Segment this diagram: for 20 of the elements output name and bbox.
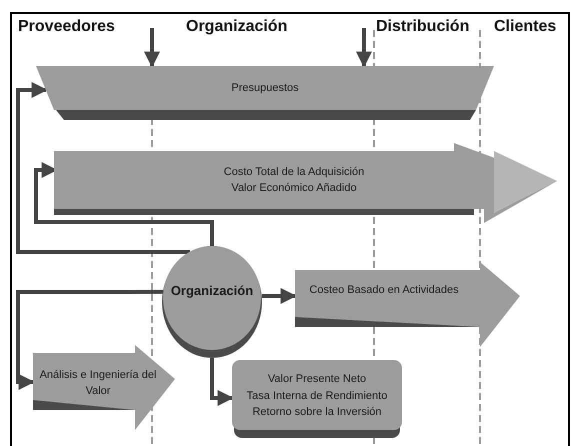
column-heading: Organización <box>186 18 288 36</box>
node-label: Organización <box>170 282 254 300</box>
arrow <box>144 28 160 68</box>
column-heading: Distribución <box>376 18 470 36</box>
arrow <box>210 358 234 406</box>
arrow <box>356 28 372 68</box>
arrow <box>262 288 297 304</box>
node-label: Valor Presente Neto <box>268 372 366 388</box>
node-label: Retorno sobre la Inversión <box>252 405 382 420</box>
node-label: Costeo Basado en Actividades <box>309 282 459 298</box>
column-heading: Clientes <box>494 18 556 36</box>
node-label: Análisis e Ingeniería del Valor <box>38 368 158 399</box>
arrow <box>16 82 190 254</box>
column-heading: Proveedores <box>18 18 115 36</box>
node-label: Tasa Interna de Rendimiento <box>246 388 388 404</box>
node-label: Costo Total de la Adquisición <box>224 164 364 180</box>
node-label: Presupuestos <box>231 80 299 96</box>
arrow <box>16 290 163 390</box>
node-label: Valor Económico Añadido <box>231 181 357 196</box>
arrow <box>34 162 214 246</box>
